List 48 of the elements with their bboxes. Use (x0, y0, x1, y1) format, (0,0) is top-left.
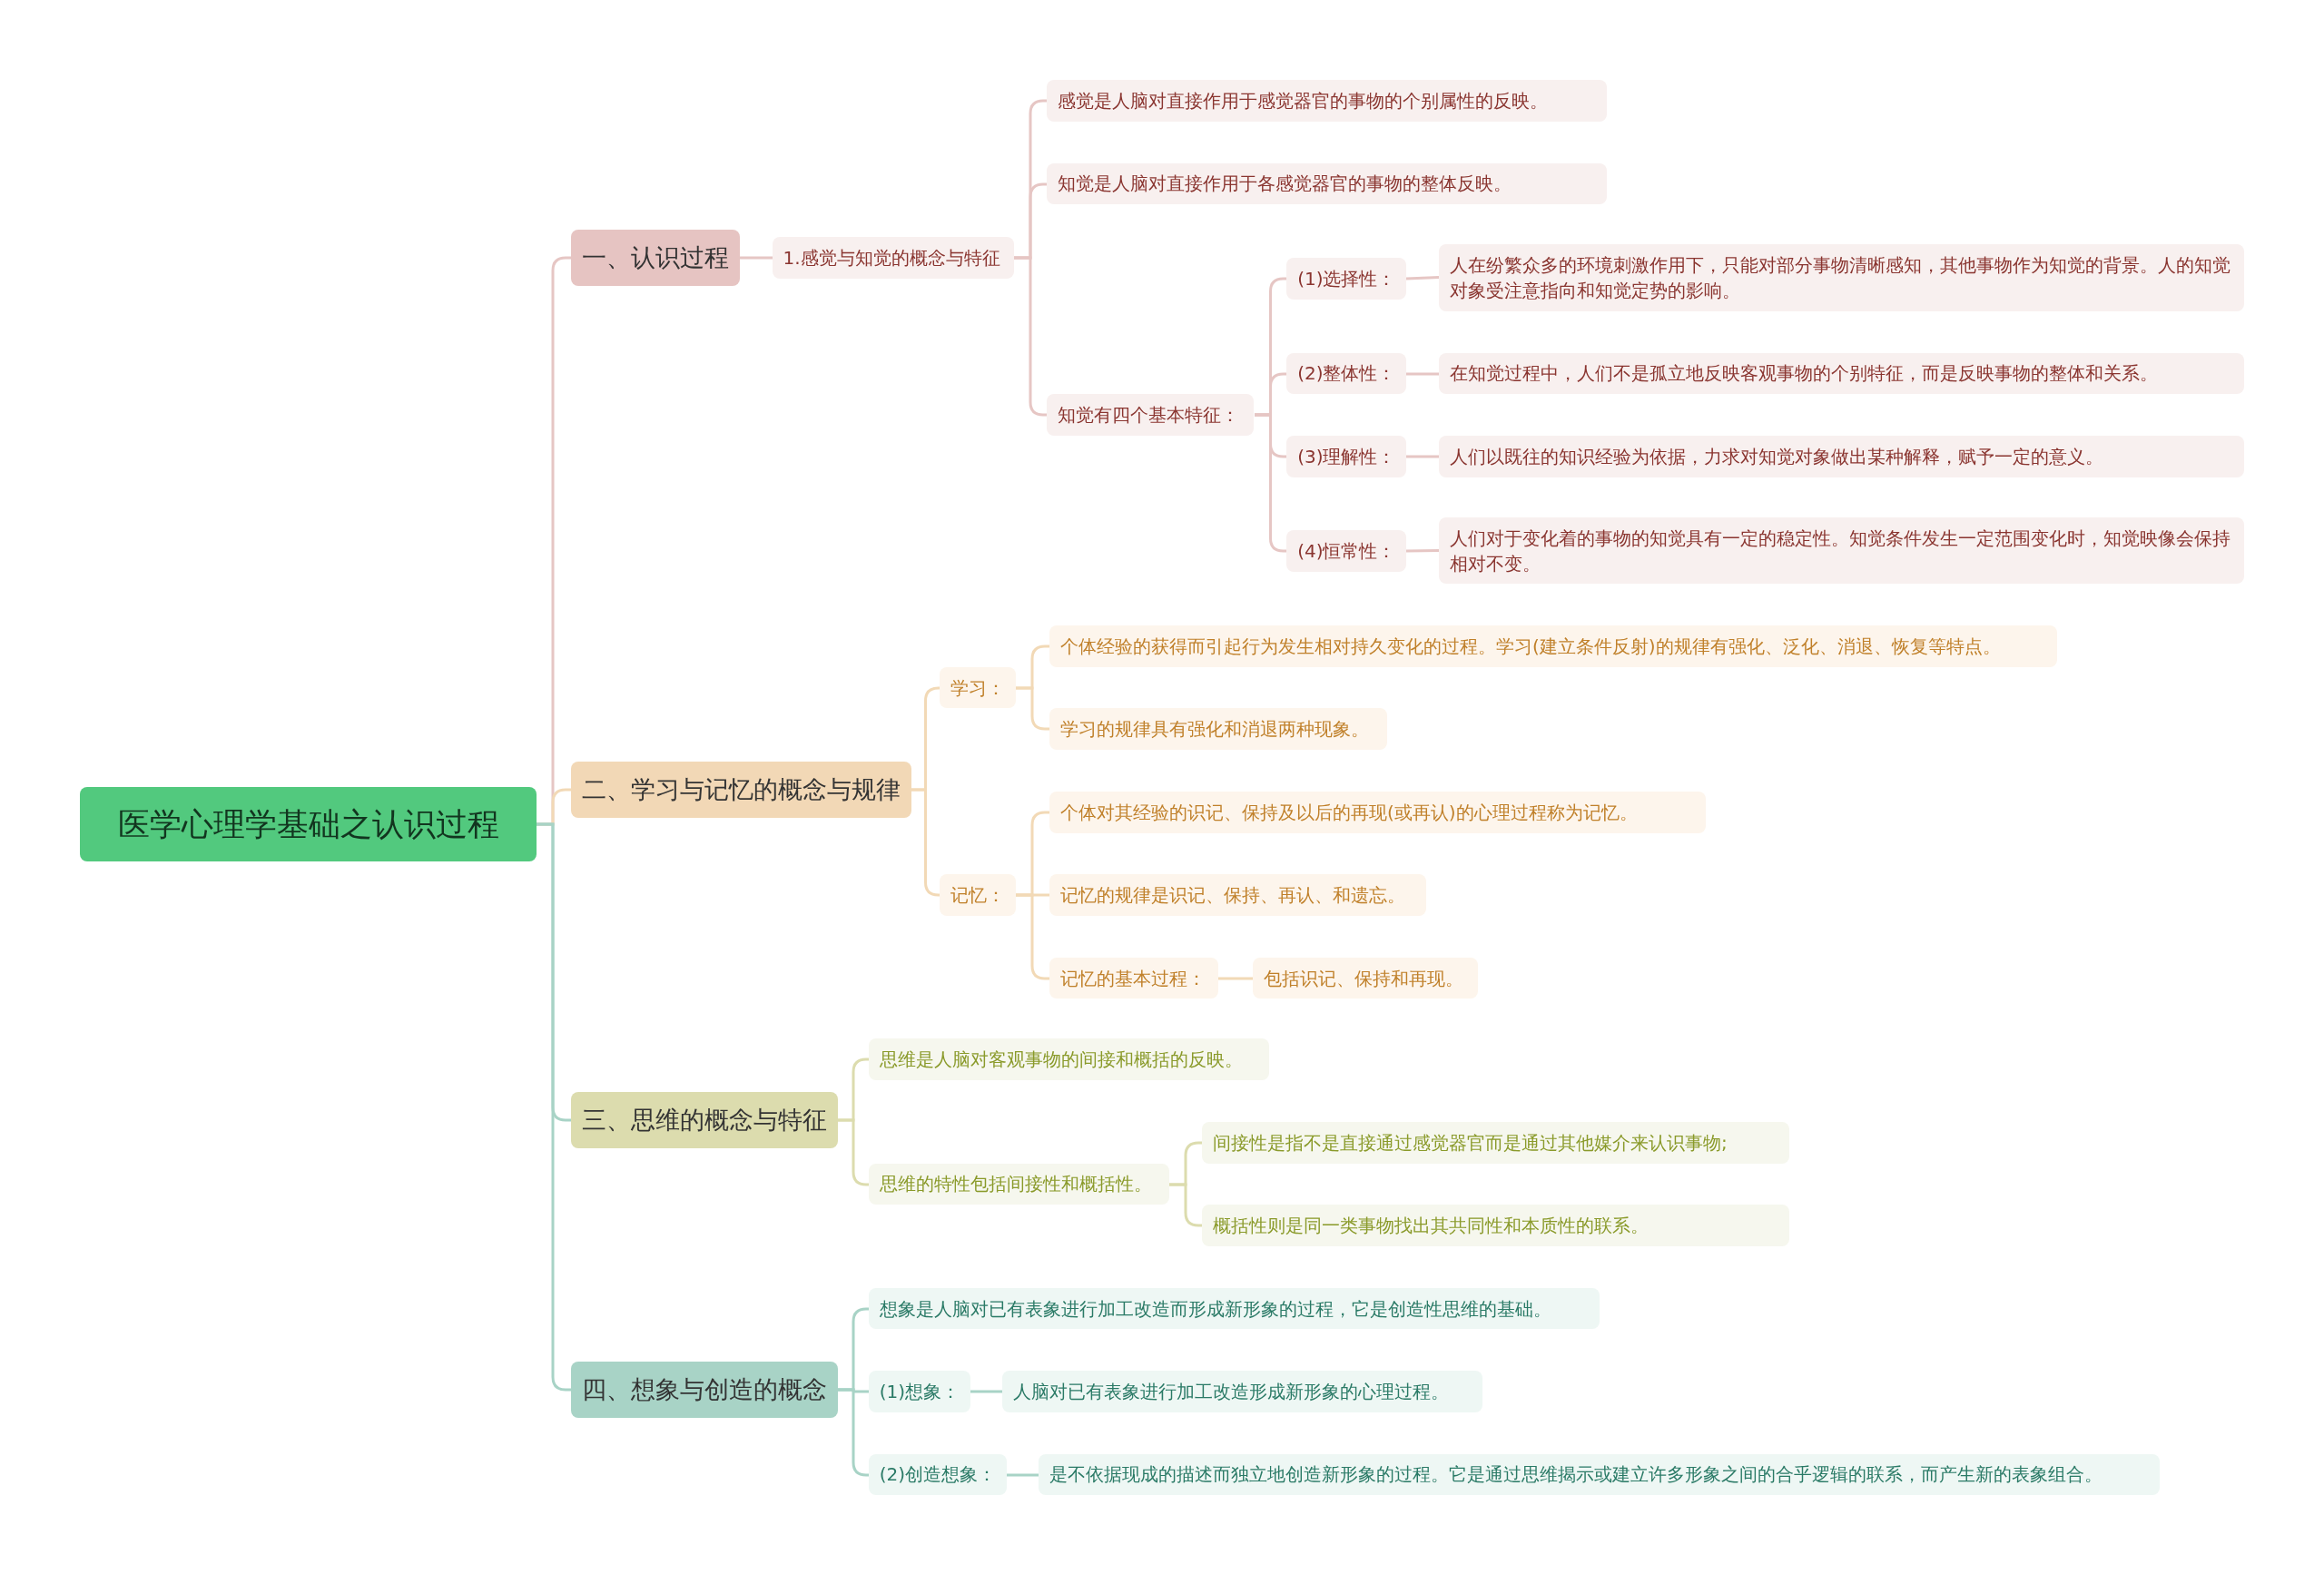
subtopic-box: (2)创造想象： (868, 1453, 1008, 1496)
connector-line (838, 1118, 869, 1186)
connector-line (1016, 893, 1049, 980)
subtopic-box: 是不依据现成的描述而独立地创造新形象的过程。它是通过思维揭示或建立许多形象之间的合乎逻辑的联系，而产生新的表象组合。 (1039, 1453, 2160, 1496)
subtopic-box: 知觉有四个基本特征： (1046, 394, 1255, 436)
subtopic-box: (1)想象： (868, 1371, 971, 1412)
subtopic-box: 个体经验的获得而引起行为发生相对持久变化的过程。学习(建立条件反射)的规律有强化、泛化、消退、恢复等特点。 (1049, 625, 2058, 667)
root-topic-box: 医学心理学基础之认识过程 (80, 786, 537, 861)
connector-line (1406, 372, 1439, 376)
subtopic-box: 学习的规律具有强化和消退两种现象。 (1049, 708, 1388, 751)
branch-topic-box: 三、思维的概念与特征 (570, 1092, 838, 1149)
branch-topic-box: 一、认识过程 (570, 230, 740, 287)
subtopic-box: 1.感觉与知觉的概念与特征 (772, 237, 1014, 279)
subtopic-box: 包括识记、保持和再现。 (1252, 957, 1478, 999)
connector-line (740, 256, 773, 260)
subtopic-box: 人脑对已有表象进行加工改造形成新形象的心理过程。 (1001, 1371, 1482, 1412)
subtopic-box: 思维的特性包括间接性和概括性。 (868, 1163, 1170, 1205)
subtopic-box: 记忆的基本过程： (1049, 957, 1218, 999)
subtopic-box: 学习： (940, 666, 1017, 709)
branch-topic-box: 四、想象与创造的概念 (570, 1362, 838, 1419)
connector-line (970, 1390, 1002, 1393)
subtopic-box: (3)理解性： (1286, 436, 1407, 477)
subtopic-box: 人们以既往的知识经验为依据，力求对知觉对象做出某种解释，赋予一定的意义。 (1439, 436, 2244, 477)
connector-line (1218, 977, 1253, 980)
subtopic-box: 个体对其经验的识记、保持及以后的再现(或再认)的心理过程称为记忆。 (1049, 791, 1707, 833)
subtopic-box: 人在纷繁众多的环境刺激作用下，只能对部分事物清晰感知，其他事物作为知觉的背景。人的知觉对象受注意指向和知觉定势的影响。 (1439, 244, 2244, 311)
connector-line (1169, 1183, 1202, 1227)
subtopic-box: 思维是人脑对客观事物的间接和概括的反映。 (868, 1038, 1269, 1081)
subtopic-box: 概括性则是同一类事物找出其共同性和本质性的联系。 (1202, 1205, 1789, 1247)
subtopic-box: 间接性是指不是直接通过感觉器官而是通过其他媒介来认识事物; (1202, 1121, 1789, 1164)
subtopic-box: (4)恒常性： (1286, 530, 1407, 573)
subtopic-box: 知觉是人脑对直接作用于各感觉器官的事物的整体反映。 (1046, 162, 1607, 205)
subtopic-box: (2)整体性： (1286, 352, 1407, 395)
subtopic-box: 感觉是人脑对直接作用于感觉器官的事物的个别属性的反映。 (1046, 80, 1607, 122)
connector-line (1016, 686, 1049, 731)
subtopic-box: 人们对于变化着的事物的知觉具有一定的稳定性。知觉条件发生一定范围变化时，知觉映像会保持相对不变。 (1439, 516, 2244, 585)
connector-line (838, 1388, 869, 1477)
branch-topic-box: 二、学习与记忆的概念与规律 (570, 762, 911, 819)
subtopic-box: 记忆的规律是识记、保持、再认、和遗忘。 (1049, 874, 1426, 916)
connector-line (911, 788, 940, 897)
connector-line (1406, 455, 1439, 458)
connector-line (1007, 1473, 1039, 1477)
subtopic-box: 在知觉过程中，人们不是孤立地反映客观事物的个别特征，而是反映事物的整体和关系。 (1439, 352, 2244, 395)
subtopic-box: (1)选择性： (1286, 258, 1407, 300)
connector-line (1405, 276, 1440, 280)
subtopic-box: 记忆： (940, 874, 1017, 916)
connector-line (1405, 549, 1440, 553)
subtopic-box: 想象是人脑对已有表象进行加工改造而形成新形象的过程，它是创造性思维的基础。 (868, 1287, 1600, 1330)
